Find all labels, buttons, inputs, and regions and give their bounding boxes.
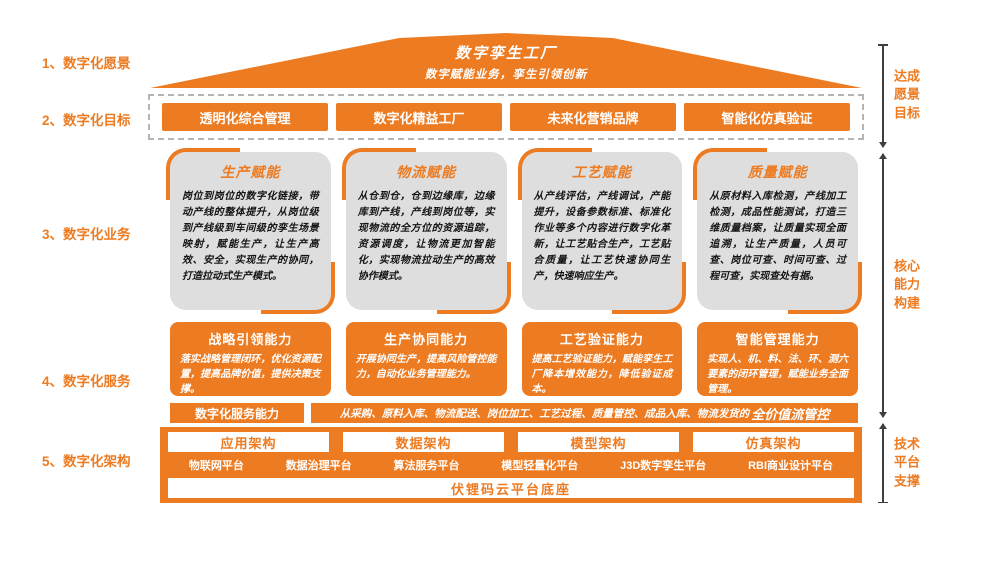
goal-transparent-management: 透明化综合管理 [162,103,328,131]
value-stream-bar: 从采购、原料入库、物流配送、岗位加工、工艺过程、质量管控、成品入库、物流发货的 … [311,403,858,423]
goal-simulation-validation: 智能化仿真验证 [684,103,850,131]
business-card-title: 质量赋能 [747,164,808,180]
arrow-up-icon [879,423,887,429]
business-card-title: 生产赋能 [220,164,281,180]
business-card-body: 从仓到仓，仓到边缘库，边缘库到产线，产线到岗位等，实现物流的全方位的资源追踪，资… [357,191,495,282]
business-card-process: 工艺赋能 从产线评估，产线调试，产能提升，设备参数标准、标准化作业等多个内容进行… [517,148,686,314]
pillar-application: 应用架构 [168,432,329,452]
bracket-vision-goals: 达成愿景目标 [878,44,928,148]
service-card-title: 智能管理能力 [735,332,820,347]
service-card-title: 工艺验证能力 [559,332,644,347]
service-card-body: 落实战略管理闭环，优化资源配置，提高品牌价值，提供决策支撑。 [180,354,321,395]
architecture-panel: 应用架构 数据架构 模型架构 仿真架构 物联网平台 数据治理平台 算法服务平台 … [160,427,862,503]
bracket-label: 达成愿景目标 [894,68,921,121]
service-card-title: 生产协同能力 [384,332,469,347]
service-card-validation: 工艺验证能力 提高工艺验证能力，赋能孪生工厂降本增效能力，降低验证成本。 [521,322,683,396]
service-card-collaboration: 生产协同能力 开展协同生产，提高风险管控能力，自动化业务管理能力。 [345,322,507,396]
bracket-line [882,154,884,417]
service-capability-label: 数字化服务能力 [170,403,304,423]
pillar-simulation: 仿真架构 [693,432,854,452]
service-card-title: 战略引领能力 [208,332,293,347]
business-card-body: 从产线评估，产线调试，产能提升，设备参数标准、标准化作业等多个内容进行数字化革新… [533,191,671,282]
arrow-up-icon [879,153,887,159]
service-card-intelligent-management: 智能管理能力 实现人、机、料、法、环、测六要素的闭环管理，赋能业务全面管理。 [697,322,858,396]
vision-subtitle: 数字赋能业务，孪生引领创新 [424,69,588,81]
architecture-platforms-row: 物联网平台 数据治理平台 算法服务平台 模型轻量化平台 J3D数字孪生平台 RB… [168,457,854,473]
platform-algorithm: 算法服务平台 [393,460,460,472]
pillar-model: 模型架构 [518,432,679,452]
business-cards-row: 生产赋能 岗位到岗位的数字化链接，带动产线的整体提升，从岗位级到产线级到车间级的… [166,148,862,314]
platform-base: 伏锂码云平台底座 [168,478,854,498]
bracket-label: 技术平台支撑 [894,436,921,489]
business-card-title: 工艺赋能 [571,164,632,180]
goal-marketing-brand: 未来化营销品牌 [510,103,676,131]
bracket-tech-platform: 技术平台支撑 [878,423,928,503]
arrow-down-icon [879,412,887,418]
row-label-goals: 2、数字化目标 [42,113,131,128]
service-card-body: 提高工艺验证能力，赋能孪生工厂降本增效能力，降低验证成本。 [531,354,673,395]
bracket-core-capability: 核心能力构建 [879,153,928,418]
service-card-body: 实现人、机、料、法、环、测六要素的闭环管理，赋能业务全面管理。 [707,354,848,395]
platform-j3d-digital-twin: J3D数字孪生平台 [620,460,707,472]
service-card-body: 开展协同生产，提高风险管控能力，自动化业务管理能力。 [355,354,497,380]
platform-model-lightweight: 模型轻量化平台 [501,460,579,472]
row-label-architecture: 5、数字化架构 [42,454,131,469]
goal-lean-factory: 数字化精益工厂 [336,103,502,131]
business-card-body: 岗位到岗位的数字化链接，带动产线的整体提升，从岗位级到产线级到车间级的孪生场景映… [182,191,319,282]
bracket-label: 核心能力构建 [894,258,921,311]
vision-title: 数字孪生工厂 [454,45,557,62]
arrow-down-icon [879,142,887,148]
platform-data-governance: 数据治理平台 [285,460,352,472]
row-label-vision: 1、数字化愿景 [42,56,131,71]
platform-iot: 物联网平台 [188,460,244,472]
business-card-title: 物流赋能 [396,164,457,180]
row-label-services: 4、数字化服务 [42,374,131,389]
goals-container: 透明化综合管理 数字化精益工厂 未来化营销品牌 智能化仿真验证 [148,94,864,140]
business-card-production: 生产赋能 岗位到岗位的数字化链接，带动产线的整体提升，从岗位级到产线级到车间级的… [166,148,335,314]
pillar-data: 数据架构 [343,432,504,452]
business-card-logistics: 物流赋能 从仓到仓，仓到边缘库，边缘库到产线，产线到岗位等，实现物流的全方位的资… [341,148,511,314]
architecture-pillars-row: 应用架构 数据架构 模型架构 仿真架构 [168,432,854,452]
business-card-body: 从原材料入库检测，产线加工检测，成品性能测试，打造三维质量档案，让质量实现全面追… [709,191,846,282]
service-cards-row: 战略引领能力 落实战略管理闭环，优化资源配置，提高品牌价值，提供决策支撑。 生产… [170,322,858,396]
bracket-line [882,44,884,147]
service-card-strategy: 战略引领能力 落实战略管理闭环，优化资源配置，提高品牌价值，提供决策支撑。 [170,322,331,396]
value-stream-highlight: 全价值流管控 [751,406,830,422]
value-stream-text: 从采购、原料入库、物流配送、岗位加工、工艺过程、质量管控、成品入库、物流发货的 [339,407,750,420]
bracket-tick [878,44,888,46]
bracket-tick [878,501,888,503]
row-label-business: 3、数字化业务 [42,227,131,242]
platform-rbi-business-design: RBI商业设计平台 [748,460,834,472]
vision-banner: 数字孪生工厂 数字赋能业务，孪生引领创新 [150,33,862,88]
bracket-line [882,424,884,503]
business-card-quality: 质量赋能 从原材料入库检测，产线加工检测，成品性能测试，打造三维质量档案，让质量… [693,148,862,314]
